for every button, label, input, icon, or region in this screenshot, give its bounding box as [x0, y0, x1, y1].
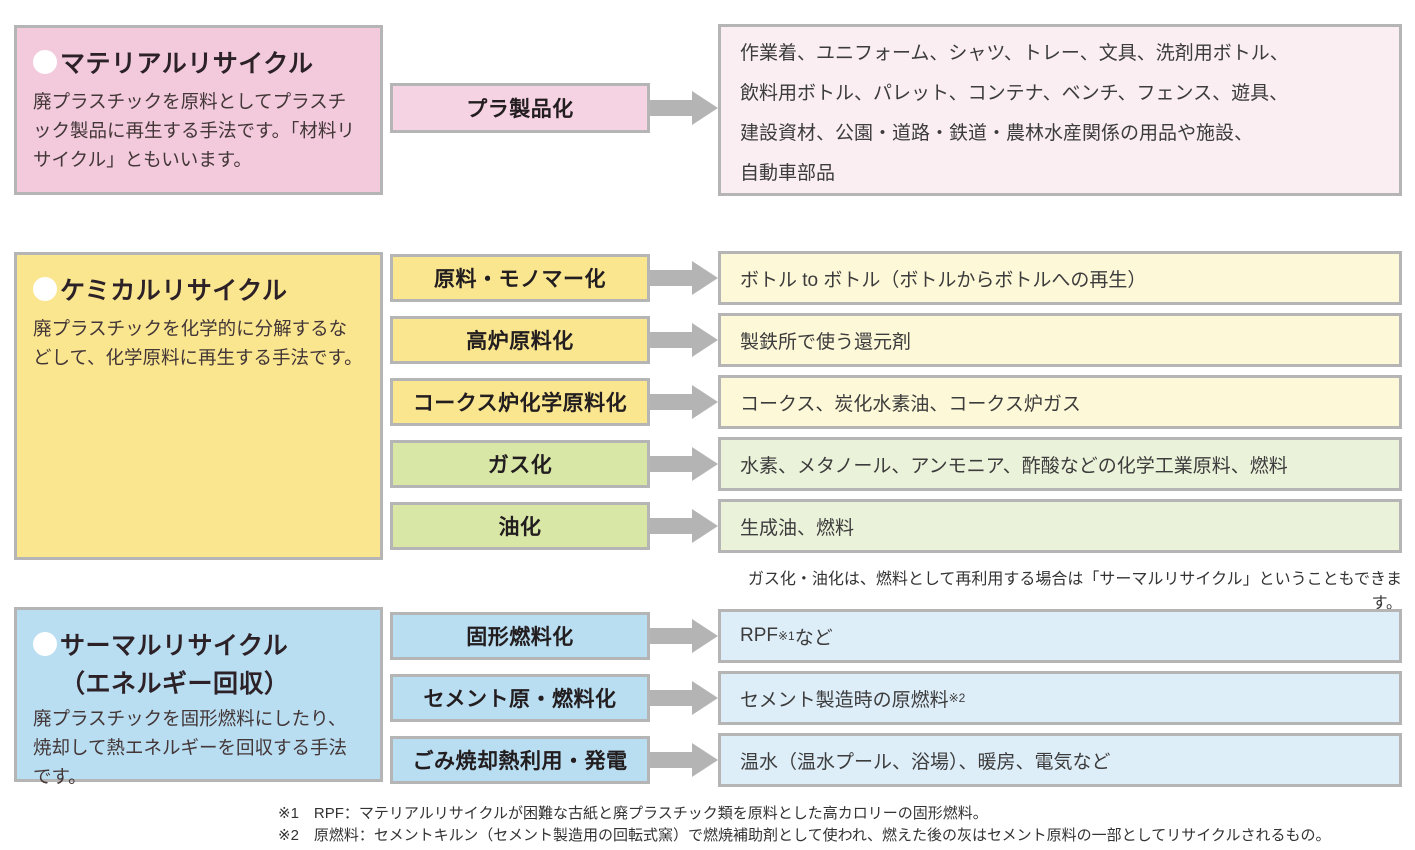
result-text: 水素、メタノール、アンモニア、酢酸などの化学工業原料、燃料: [740, 455, 1288, 477]
chemical-section-panel: ケミカルリサイクル 廃プラスチックを化学的に分解するなどして、化学原料に再生する…: [14, 252, 383, 560]
result-box-liquefaction: 生成油、燃料: [718, 499, 1402, 553]
method-label: 原料・モノマー化: [434, 268, 606, 291]
arrow-head: [692, 261, 718, 295]
footnote-1: ※1 RPF：マテリアルリサイクルが困難な古紙と廃プラスチック類を原料とした高カ…: [278, 805, 988, 822]
result-box-incineration-power: 温水（温水プール、浴場）、暖房、電気など: [718, 733, 1402, 787]
thermal-title-text: サーマルリサイクル: [60, 632, 289, 660]
arrow-right-icon: [650, 261, 718, 295]
arrow-head: [692, 91, 718, 125]
arrow-right-icon: [650, 91, 718, 125]
result-line: 飲料用ボトル、パレット、コンテナ、ベンチ、フェンス、遊具、: [740, 83, 1289, 104]
arrow-shaft: [650, 270, 692, 286]
result-box-pla-products: 作業着、ユニフォーム、シャツ、トレー、文具、洗剤用ボトル、 飲料用ボトル、パレッ…: [718, 24, 1402, 196]
arrow-right-icon: [650, 323, 718, 357]
method-box-gasification: ガス化: [390, 440, 650, 488]
arrow-head: [692, 619, 718, 653]
result-text: コークス、炭化水素油、コークス炉ガス: [740, 393, 1081, 415]
bullet-circle-icon: [33, 632, 57, 656]
material-section-title: マテリアルリサイクル: [33, 44, 364, 80]
arrow-shaft: [650, 394, 692, 410]
arrow-shaft: [650, 752, 692, 768]
material-section-description: 廃プラスチックを原料としてプラスチック製品に再生する手法です。「材料リサイクル」…: [33, 91, 355, 170]
method-label: ごみ焼却熱利用・発電: [412, 750, 628, 773]
arrow-head: [692, 743, 718, 777]
arrow-right-icon: [650, 681, 718, 715]
result-line: 自動車部品: [740, 163, 836, 184]
chemical-section-title: ケミカルリサイクル: [33, 271, 364, 307]
material-title-text: マテリアルリサイクル: [60, 50, 314, 78]
method-label: プラ製品化: [466, 98, 574, 121]
method-box-solid-fuel: 固形燃料化: [390, 612, 650, 660]
result-text: 温水（温水プール、浴場）、暖房、電気など: [740, 751, 1111, 773]
method-label: 固形燃料化: [466, 626, 574, 649]
arrow-right-icon: [650, 509, 718, 543]
bullet-circle-icon: [33, 277, 57, 301]
arrow-shaft: [650, 100, 692, 116]
method-box-blast-furnace: 高炉原料化: [390, 316, 650, 364]
arrow-right-icon: [650, 743, 718, 777]
footnotes: ※1 RPF：マテリアルリサイクルが困難な古紙と廃プラスチック類を原料とした高カ…: [278, 803, 1330, 847]
result-text: ボトル to ボトル（ボトルからボトルへの再生）: [740, 269, 1147, 291]
arrow-shaft: [650, 690, 692, 706]
arrow-head: [692, 385, 718, 419]
thermal-section-subtitle: （エネルギー回収）: [60, 670, 290, 698]
result-text: 製鉄所で使う還元剤: [740, 331, 912, 353]
method-box-liquefaction: 油化: [390, 502, 650, 550]
result-tail: など: [794, 627, 833, 649]
result-line: 建設資材、公園・道路・鉄道・農林水産関係の用品や施設、: [740, 123, 1254, 144]
result-box-cement-fuel: セメント製造時の原燃料※2: [718, 671, 1402, 725]
chemical-section-description: 廃プラスチックを化学的に分解するなどして、化学原料に再生する手法です。: [33, 318, 363, 368]
result-box-blast-furnace: 製鉄所で使う還元剤: [718, 313, 1402, 367]
result-box-monomer: ボトル to ボトル（ボトルからボトルへの再生）: [718, 251, 1402, 305]
footnote-2: ※2 原燃料：セメントキルン（セメント製造用の回転式窯）で燃焼補助剤として使われ…: [278, 827, 1331, 844]
method-box-monomer: 原料・モノマー化: [390, 254, 650, 302]
result-text: 生成油、燃料: [740, 517, 855, 539]
result-text: RPF: [740, 625, 778, 646]
result-line: 作業着、ユニフォーム、シャツ、トレー、文具、洗剤用ボトル、: [740, 43, 1289, 64]
arrow-right-icon: [650, 385, 718, 419]
bullet-circle-icon: [33, 50, 57, 74]
method-label: 高炉原料化: [466, 330, 574, 353]
arrow-shaft: [650, 628, 692, 644]
gasification-note: ガス化・油化は、燃料として再利用する場合は「サーマルリサイクル」ということもでき…: [747, 571, 1402, 612]
arrow-right-icon: [650, 447, 718, 481]
method-label: 油化: [498, 516, 542, 539]
material-section-panel: マテリアルリサイクル 廃プラスチックを原料としてプラスチック製品に再生する手法で…: [14, 25, 383, 195]
arrow-head: [692, 681, 718, 715]
result-box-coke-oven: コークス、炭化水素油、コークス炉ガス: [718, 375, 1402, 429]
method-label: ガス化: [487, 454, 553, 477]
method-box-cement-fuel: セメント原・燃料化: [390, 674, 650, 722]
method-box-pla-products: プラ製品化: [390, 83, 650, 133]
chemical-title-text: ケミカルリサイクル: [60, 277, 288, 305]
method-label: コークス炉化学原料化: [412, 392, 628, 415]
thermal-section-description: 廃プラスチックを固形燃料にしたり、焼却して熱エネルギーを回収する手法です。: [33, 708, 347, 787]
arrow-right-icon: [650, 619, 718, 653]
result-box-gasification: 水素、メタノール、アンモニア、酢酸などの化学工業原料、燃料: [718, 437, 1402, 491]
method-box-coke-oven: コークス炉化学原料化: [390, 378, 650, 426]
arrow-head: [692, 509, 718, 543]
thermal-section-panel: サーマルリサイクル （エネルギー回収） 廃プラスチックを固形燃料にしたり、焼却し…: [14, 607, 383, 787]
method-label: セメント原・燃料化: [423, 688, 617, 711]
arrow-shaft: [650, 456, 692, 472]
method-box-incineration-power: ごみ焼却熱利用・発電: [390, 736, 650, 784]
arrow-shaft: [650, 332, 692, 348]
arrow-head: [692, 447, 718, 481]
arrow-head: [692, 323, 718, 357]
result-text: セメント製造時の原燃料: [740, 689, 949, 711]
arrow-shaft: [650, 518, 692, 534]
thermal-section-title: サーマルリサイクル: [33, 626, 364, 662]
